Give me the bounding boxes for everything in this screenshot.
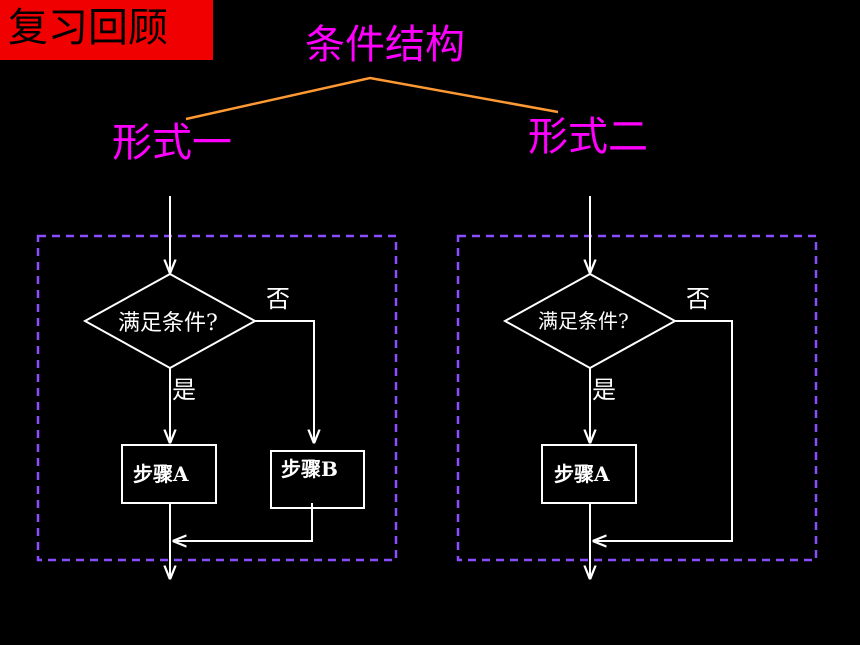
review-badge: 复习回顾 [0, 0, 213, 60]
form-one-merge-arrow [174, 503, 313, 541]
form-one-condition-text: 满足条件? [118, 311, 218, 336]
form-one-yes-label: 是 [172, 376, 196, 404]
form-one-no-label: 否 [266, 285, 290, 313]
form-two-step-a-text: 步骤A [554, 462, 610, 486]
form-two-flowchart: 满足条件? 否 是 步骤A [456, 196, 818, 578]
form-two-label: 形式二 [528, 114, 648, 160]
form-one-step-b-box [270, 450, 365, 509]
form-two-no-label: 否 [686, 285, 710, 313]
form-one-label: 形式一 [112, 120, 232, 166]
form-two-yes-label: 是 [592, 376, 616, 404]
form-two-frame [456, 234, 818, 562]
form-one-no-branch [255, 320, 314, 442]
diagram-title: 条件结构 [305, 22, 465, 68]
form-two-condition-text: 满足条件? [538, 309, 629, 333]
form-one-step-a-text: 步骤A [133, 462, 189, 486]
review-badge-label: 复习回顾 [8, 5, 168, 51]
form-one-step-b-text: 步骤B [281, 457, 338, 481]
form-one-flowchart: 满足条件? 否 是 步骤A 步骤B [36, 196, 398, 578]
title-connector [185, 76, 559, 121]
form-one-frame [36, 234, 398, 562]
form-two-no-branch [594, 320, 733, 541]
